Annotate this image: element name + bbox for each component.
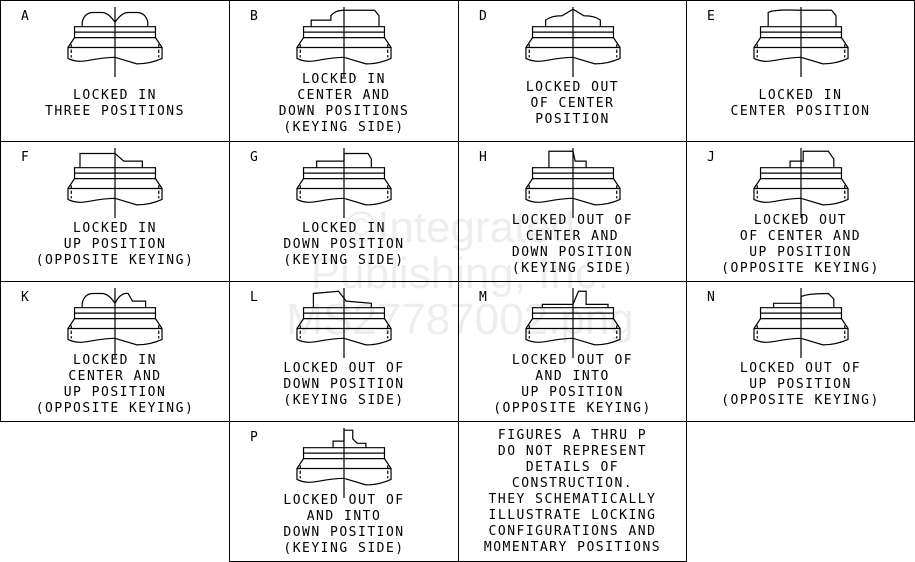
figure-caption: LOCKED IN UP POSITION (OPPOSITE KEYING) <box>35 220 195 268</box>
figure-letter: B <box>250 9 258 24</box>
switch-schematic-n <box>752 288 849 358</box>
figure-caption: LOCKED IN CENTER POSITION <box>730 88 871 119</box>
figure-letter: F <box>21 150 29 165</box>
figure-cell-k: K LOCKED IN CENTER AND UP POSITION (OPPO… <box>0 281 230 422</box>
figure-caption: LOCKED OUT OF CENTER AND UP POSITION (OP… <box>721 212 880 276</box>
figure-letter: K <box>21 290 29 305</box>
switch-schematic-j <box>752 148 849 218</box>
switch-schematic-b <box>296 7 392 77</box>
figure-caption: LOCKED IN DOWN POSITION (KEYING SIDE) <box>283 220 405 268</box>
switch-schematic-e <box>752 7 849 77</box>
figure-cell-e: E LOCKED IN CENTER POSITION <box>686 0 915 142</box>
figure-cell-p: P LOCKED OUT OF AND INTO DOWN POSITION (… <box>229 421 459 562</box>
figure-cell-l: L LOCKED OUT OF DOWN POSITION (KEYING SI… <box>229 281 459 422</box>
switch-schematic-g <box>296 148 392 218</box>
switch-schematic-k <box>67 288 163 358</box>
figure-cell-a: A LOCKED IN THREE POSITIONS <box>0 0 230 142</box>
figure-caption: LOCKED OUT OF AND INTO UP POSITION (OPPO… <box>493 352 652 416</box>
switch-schematic-p <box>296 428 392 498</box>
figure-caption: LOCKED OUT OF CENTER AND DOWN POSITION (… <box>511 212 634 276</box>
figure-letter: H <box>479 150 487 165</box>
figure-cell-g: G LOCKED IN DOWN POSITION (KEYING SIDE) <box>229 141 459 282</box>
figure-caption: LOCKED IN CENTER AND UP POSITION (OPPOSI… <box>35 352 195 416</box>
figure-letter: M <box>479 290 487 305</box>
figure-caption: LOCKED OUT OF UP POSITION (OPPOSITE KEYI… <box>721 360 880 408</box>
switch-schematic-m <box>524 288 621 358</box>
switch-schematic-d <box>524 7 621 77</box>
switch-schematic-l <box>296 288 392 358</box>
figure-letter: A <box>21 9 29 24</box>
figure-caption: LOCKED IN THREE POSITIONS <box>45 88 185 119</box>
figure-cell-h: H LOCKED OUT OF CENTER AND DOWN POSITION… <box>458 141 687 282</box>
figure-cell-d: D LOCKED OUT OF CENTER POSITION <box>458 0 687 142</box>
figure-letter: P <box>250 430 258 445</box>
note-cell: FIGURES A THRU P DO NOT REPRESENT DETAIL… <box>458 421 687 562</box>
figure-letter: L <box>250 290 258 305</box>
figure-caption: LOCKED OUT OF DOWN POSITION (KEYING SIDE… <box>283 360 405 408</box>
figure-cell-n: N LOCKED OUT OF UP POSITION (OPPOSITE KE… <box>686 281 915 422</box>
switch-schematic-f <box>67 148 163 218</box>
figure-letter: N <box>707 290 715 305</box>
figure-letter: D <box>479 9 487 24</box>
figure-letter: G <box>250 150 258 165</box>
figure-cell-j: J LOCKED OUT OF CENTER AND UP POSITION (… <box>686 141 915 282</box>
figure-letter: J <box>707 150 715 165</box>
figure-caption: LOCKED IN CENTER AND DOWN POSITIONS (KEY… <box>278 72 410 135</box>
figure-cell-m: M LOCKED OUT OF AND INTO UP POSITION (OP… <box>458 281 687 422</box>
figure-letter: E <box>707 9 715 24</box>
figure-cell-f: F LOCKED IN UP POSITION (OPPOSITE KEYING… <box>0 141 230 282</box>
figure-cell-b: B LOCKED IN CENTER AND DOWN POSITIONS (K… <box>229 0 459 142</box>
switch-schematic-a <box>67 7 163 77</box>
figure-caption: LOCKED OUT OF CENTER POSITION <box>525 80 620 127</box>
figure-caption: LOCKED OUT OF AND INTO DOWN POSITION (KE… <box>283 492 405 556</box>
switch-schematic-h <box>524 148 621 218</box>
construction-note: FIGURES A THRU P DO NOT REPRESENT DETAIL… <box>483 427 662 555</box>
